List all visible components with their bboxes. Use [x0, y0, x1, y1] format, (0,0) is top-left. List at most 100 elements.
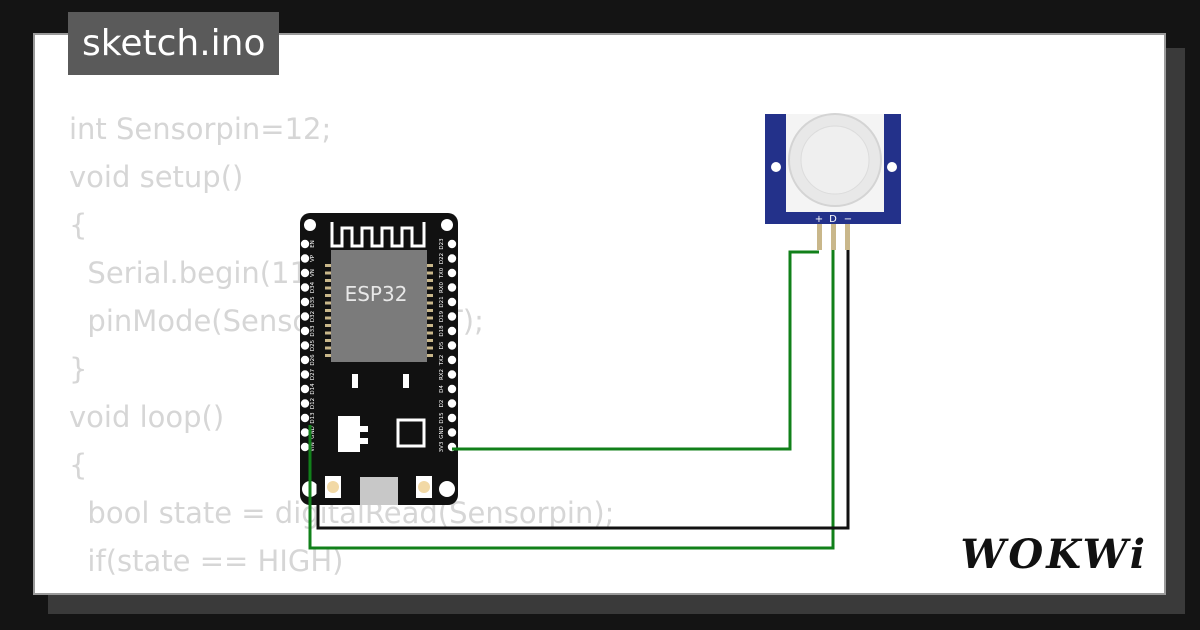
- pin-right-gnd[interactable]: [447, 428, 457, 437]
- pin-left-d32[interactable]: [300, 312, 310, 321]
- code-line: {: [69, 448, 88, 482]
- pir-pin-vcc[interactable]: [817, 224, 822, 250]
- wire-signal[interactable]: [308, 250, 835, 550]
- chip-pin-right: [427, 294, 433, 297]
- esp32-board[interactable]: ESP32 ENVPVND34D35D32D33D25D26D27D14D12D…: [300, 213, 458, 505]
- pin-right-d19[interactable]: [447, 312, 457, 321]
- pin-right-d15[interactable]: [447, 413, 457, 423]
- pir-pin-data[interactable]: [831, 224, 836, 250]
- pin-label: D15: [439, 412, 445, 424]
- pin-left-d34[interactable]: [300, 283, 310, 292]
- chip-pin-left: [325, 264, 331, 267]
- reset-button-cap[interactable]: [418, 481, 430, 493]
- pin-label: D14: [310, 383, 316, 395]
- code-line: int Sensorpin=12;: [69, 112, 332, 146]
- pin-label: TX0: [439, 267, 445, 279]
- pir-sensor[interactable]: + D −: [765, 113, 901, 250]
- chip-label: ESP32: [345, 282, 408, 306]
- pir-pin-gnd[interactable]: [845, 224, 850, 250]
- pin-left-en[interactable]: [300, 239, 310, 249]
- chip-pin-left: [325, 301, 331, 305]
- chip-pin-right: [427, 331, 433, 335]
- pin-label: D5: [439, 341, 445, 349]
- pin-right-d18[interactable]: [447, 326, 457, 336]
- file-tab[interactable]: sketch.ino: [68, 12, 280, 75]
- pin-left-gnd[interactable]: [300, 428, 310, 437]
- pin-label: RX0: [439, 281, 445, 293]
- chip-pin-right: [427, 264, 433, 267]
- code-line: if(state == HIGH): [69, 544, 344, 578]
- pin-left-d12[interactable]: [300, 399, 310, 408]
- pir-pin-label-data: D: [829, 214, 837, 225]
- pir-pin-label-gnd: −: [844, 214, 852, 225]
- pin-left-d33[interactable]: [300, 326, 310, 336]
- pin-label: RX2: [439, 369, 445, 380]
- regulator-tab: [360, 426, 368, 432]
- pin-label: D34: [310, 281, 316, 293]
- pir-mount-hole: [887, 162, 897, 172]
- pin-left-d35[interactable]: [300, 297, 310, 307]
- wire-vcc[interactable]: [452, 250, 819, 451]
- chip-pin-right: [427, 271, 433, 275]
- pin-left-d26[interactable]: [300, 355, 310, 365]
- code-line: void setup(): [69, 160, 244, 194]
- chip-pin-left: [325, 286, 331, 290]
- esp32-module: [331, 250, 427, 362]
- pin-right-d4[interactable]: [447, 384, 457, 394]
- pin-right-d21[interactable]: [447, 297, 457, 307]
- pin-label: D27: [310, 368, 316, 380]
- pin-right-rx0[interactable]: [447, 283, 457, 292]
- chip-pin-left: [325, 324, 331, 327]
- pin-label: VIN: [310, 442, 316, 452]
- code-line: {: [69, 592, 105, 593]
- pin-left-d27[interactable]: [300, 370, 310, 379]
- pin-right-d2[interactable]: [447, 399, 457, 408]
- pin-label: D22: [439, 253, 445, 264]
- board-pin-headers[interactable]: ENVPVND34D35D32D33D25D26D27D14D12D13GNDV…: [300, 238, 457, 453]
- led: [352, 374, 358, 388]
- pir-dome-inner: [800, 125, 870, 195]
- pin-label: D25: [310, 339, 316, 351]
- code-line: void loop(): [69, 400, 225, 434]
- chip-pin-right: [427, 286, 433, 290]
- pin-label: D18: [439, 325, 445, 337]
- pin-right-d23[interactable]: [447, 239, 457, 249]
- pin-right-d5[interactable]: [447, 341, 457, 350]
- pin-right-tx2[interactable]: [447, 355, 457, 365]
- pir-pin-label-vcc: +: [815, 214, 823, 225]
- chip-pin-left: [325, 331, 331, 335]
- regulator-tab: [360, 438, 368, 444]
- wokwi-logo: WOKWi: [960, 531, 1148, 578]
- mount-hole: [304, 219, 316, 231]
- pin-left-d14[interactable]: [300, 384, 310, 394]
- chip-pin-right: [427, 309, 433, 312]
- regulator: [338, 416, 360, 452]
- pin-right-d22[interactable]: [447, 254, 457, 263]
- pir-mount-hole: [771, 162, 781, 172]
- chip-pin-left: [325, 279, 331, 282]
- pin-label: GND: [310, 426, 316, 439]
- chip-pin-right: [427, 339, 433, 342]
- pin-left-vn[interactable]: [300, 268, 310, 278]
- circuit-canvas[interactable]: ESP32 ENVPVND34D35D32D33D25D26D27D14D12D…: [35, 35, 1166, 595]
- pin-label: D13: [310, 412, 316, 424]
- pin-label: VN: [310, 269, 316, 277]
- pin-label: D23: [439, 238, 445, 250]
- pin-label: D26: [310, 354, 316, 366]
- chip-pin-right: [427, 354, 433, 357]
- boot-button-cap[interactable]: [327, 481, 339, 493]
- pin-left-d25[interactable]: [300, 341, 310, 350]
- pin-left-d13[interactable]: [300, 413, 310, 423]
- pin-right-rx2[interactable]: [447, 370, 457, 379]
- pin-label: EN: [310, 240, 316, 248]
- mount-hole: [441, 219, 453, 231]
- pin-right-tx0[interactable]: [447, 268, 457, 278]
- pin-left-vin[interactable]: [300, 442, 310, 452]
- chip-pin-right: [427, 316, 433, 320]
- chip-pin-left: [325, 339, 331, 342]
- pin-left-vp[interactable]: [300, 254, 310, 263]
- pin-label: D19: [439, 310, 445, 322]
- chip-pin-left: [325, 271, 331, 275]
- usb-chip: [396, 418, 426, 448]
- wire-gnd[interactable]: [316, 250, 850, 530]
